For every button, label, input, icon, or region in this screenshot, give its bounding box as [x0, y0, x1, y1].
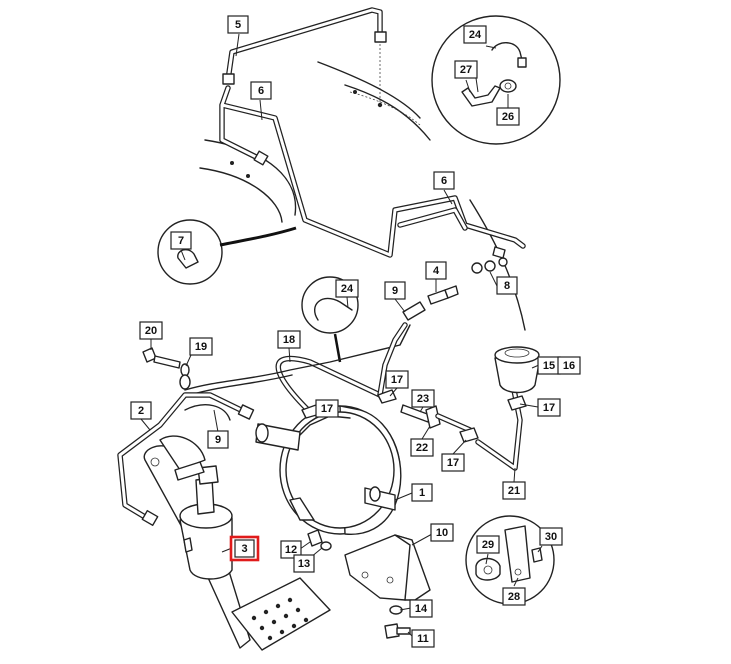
svg-text:7: 7 [178, 235, 184, 247]
callout-7: 7 [170, 231, 192, 250]
callout-29: 29 [476, 535, 500, 554]
svg-text:6: 6 [258, 85, 264, 97]
svg-text:17: 17 [543, 402, 555, 414]
callout-24-mid: 24 [335, 279, 359, 298]
svg-text:13: 13 [298, 558, 310, 570]
svg-text:27: 27 [460, 64, 472, 76]
hose-18 [275, 355, 383, 413]
callout-17-b: 17 [385, 370, 409, 389]
callout-9-upper: 9 [384, 281, 406, 300]
brake-line-2 [117, 392, 255, 527]
svg-text:1: 1 [419, 487, 425, 499]
svg-text:12: 12 [285, 544, 297, 556]
callout-23: 23 [411, 389, 435, 408]
callout-6-upper: 6 [250, 81, 272, 100]
svg-text:6: 6 [441, 175, 447, 187]
svg-text:2: 2 [138, 405, 144, 417]
svg-text:30: 30 [545, 531, 557, 543]
callout-4: 4 [425, 261, 447, 280]
brake-line-5 [222, 7, 387, 85]
callout-9-lower: 9 [207, 430, 229, 449]
detail-circle-clip-7 [157, 219, 297, 285]
svg-text:15: 15 [543, 360, 555, 372]
svg-text:26: 26 [502, 111, 514, 123]
svg-text:24: 24 [469, 29, 482, 41]
brake-booster-1 [255, 405, 402, 535]
callout-3-highlighted: 3 [229, 535, 260, 562]
callout-10: 10 [430, 523, 454, 542]
callout-16: 16 [557, 356, 581, 375]
callout-17-c: 17 [441, 453, 465, 472]
svg-text:23: 23 [417, 393, 429, 405]
callout-11: 11 [411, 629, 435, 648]
callout-2: 2 [130, 401, 152, 420]
svg-text:29: 29 [482, 539, 494, 551]
callout-30: 30 [539, 527, 563, 546]
svg-text:17: 17 [447, 457, 459, 469]
callout-17-a: 17 [315, 399, 339, 418]
callout-28: 28 [502, 587, 526, 606]
callout-17-d: 17 [537, 398, 561, 417]
callout-12: 12 [280, 540, 302, 559]
svg-text:28: 28 [508, 591, 520, 603]
nut-12-13 [307, 529, 332, 551]
svg-text:10: 10 [436, 527, 448, 539]
callout-22: 22 [410, 438, 434, 457]
reservoir-15 [494, 346, 541, 394]
bracket-10 [344, 534, 431, 601]
bolt-20 [142, 347, 181, 369]
svg-text:24: 24 [341, 283, 354, 295]
pedal-pad-studs [251, 597, 309, 641]
callout-20: 20 [139, 321, 163, 340]
callout-26: 26 [496, 107, 520, 126]
callout-15: 15 [537, 356, 561, 375]
callout-27: 27 [454, 60, 478, 79]
washer-19 [179, 363, 191, 390]
chassis-outline [199, 40, 526, 331]
connector-23-22 [400, 404, 479, 443]
callout-19: 19 [189, 337, 213, 356]
clamp-17-mid [377, 389, 397, 404]
fitting-4 [427, 285, 459, 305]
callout-1: 1 [411, 483, 433, 502]
svg-text:22: 22 [416, 442, 428, 454]
brake-line-9 [184, 301, 426, 398]
svg-text:21: 21 [508, 485, 520, 497]
svg-text:17: 17 [321, 403, 333, 415]
svg-text:11: 11 [417, 633, 429, 645]
svg-text:8: 8 [504, 280, 510, 292]
svg-text:20: 20 [145, 325, 157, 337]
svg-text:14: 14 [415, 603, 428, 615]
callout-14: 14 [409, 599, 433, 618]
svg-text:5: 5 [235, 19, 241, 31]
detail-circle-clips [431, 15, 561, 145]
callout-5: 5 [227, 15, 249, 34]
callouts: 1 2 3 4 5 6 6 7 8 9 9 10 11 12 1 [130, 15, 581, 648]
master-cylinder-3 [174, 461, 233, 580]
callout-6-right: 6 [433, 171, 455, 190]
svg-text:4: 4 [433, 265, 440, 277]
callout-18: 18 [277, 330, 301, 349]
svg-text:17: 17 [391, 374, 403, 386]
callout-8: 8 [496, 276, 518, 295]
fitting-8 [471, 246, 508, 274]
callout-13: 13 [293, 554, 315, 573]
svg-text:18: 18 [283, 334, 295, 346]
brake-line-6 [219, 85, 526, 258]
callout-24-top: 24 [463, 25, 487, 44]
bolt-11 [384, 623, 411, 639]
callout-21: 21 [502, 481, 526, 500]
svg-text:16: 16 [563, 360, 575, 372]
detail-circle-clip-24 [301, 276, 359, 363]
svg-text:3: 3 [241, 543, 247, 555]
svg-text:9: 9 [392, 285, 398, 297]
svg-text:9: 9 [215, 434, 221, 446]
svg-text:19: 19 [195, 341, 207, 353]
